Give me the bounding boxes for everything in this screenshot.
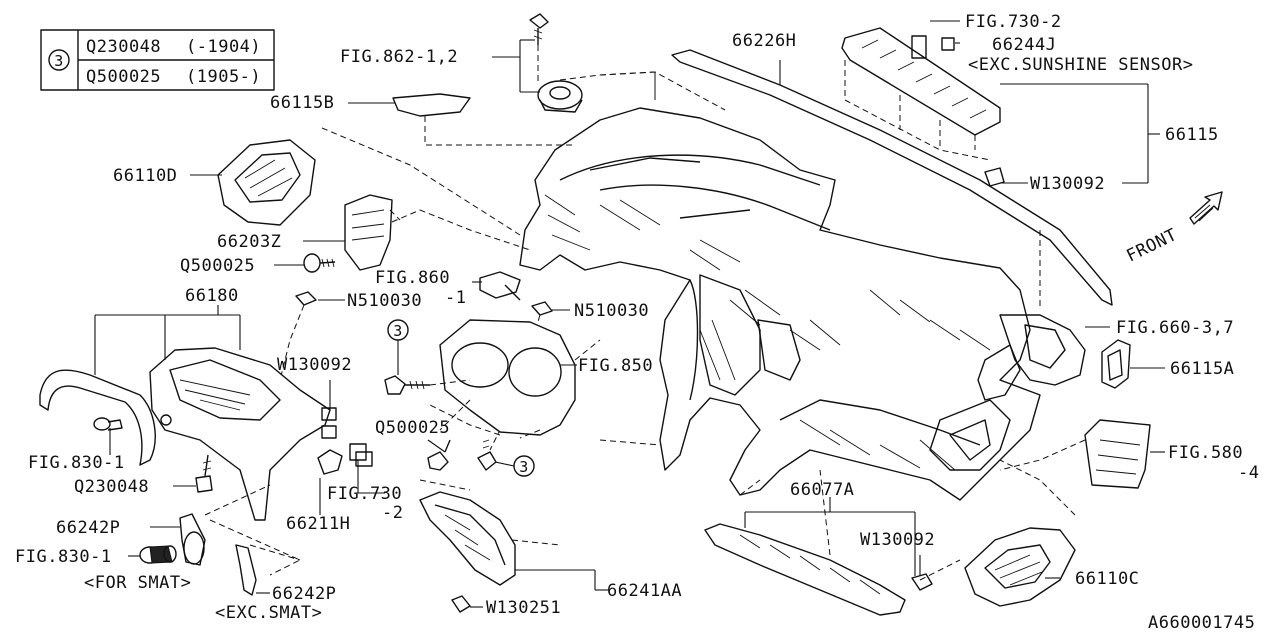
legend-row2-range: (1905-) (186, 67, 261, 87)
label-q500025-a: Q500025 (180, 256, 255, 276)
label-fig850: FIG.850 (578, 356, 653, 376)
legend-circle-symbol (48, 49, 70, 71)
label-q230048: Q230048 (74, 477, 149, 497)
label-66115A: 66115A (1170, 359, 1234, 379)
instrument-panel (519, 107, 1086, 501)
screw-ref-3-b (477, 439, 535, 477)
legend-row1-range: (-1904) (186, 37, 261, 57)
legend-table: 3 Q230048 (-1904) Q500025 (1905-) (40, 29, 275, 91)
screw-Q500025-b (427, 439, 451, 471)
label-fig660: FIG.660-3,7 (1116, 318, 1234, 338)
label-fig580-suffix: -4 (1238, 463, 1259, 483)
label-fig830-1-a: FIG.830-1 (28, 453, 125, 473)
front-label: FRONT (1123, 225, 1180, 267)
defroster-grille-66115 (841, 27, 1005, 187)
label-circle-3-a: 3 (393, 322, 403, 340)
label-66110D: 66110D (113, 166, 177, 186)
label-66180: 66180 (185, 286, 239, 306)
label-fig730: FIG.730 (327, 484, 402, 504)
label-66226H: 66226H (732, 31, 796, 51)
label-66203Z: 66203Z (217, 232, 281, 252)
legend-row2-part: Q500025 (86, 67, 161, 87)
label-exc-smat: <EXC.SMAT> (215, 603, 322, 623)
side-vent-66110D (217, 139, 316, 226)
guide-lines-lower-left (204, 484, 302, 576)
label-for-smat: <FOR SMAT> (84, 573, 191, 593)
label-fig730-suffix: -2 (382, 503, 403, 523)
label-n510030-b: N510030 (574, 301, 649, 321)
bracket-66203Z (344, 194, 531, 271)
label-circle-3-b: 3 (519, 458, 529, 476)
assembly-guide-lines (321, 71, 1076, 581)
label-66211H: 66211H (286, 514, 350, 534)
trim-66242P-b (235, 544, 257, 596)
vent-ring-66115A (1101, 339, 1131, 389)
label-fig862: FIG.862-1,2 (340, 47, 458, 67)
label-n510030-a: N510030 (347, 291, 422, 311)
label-fig730-2: FIG.730-2 (965, 12, 1062, 32)
label-fig830-1-b: FIG.830-1 (15, 547, 112, 567)
label-fig580: FIG.580 (1168, 443, 1243, 463)
label-66110C: 66110C (1075, 569, 1139, 589)
legend-row1-part: Q230048 (86, 37, 161, 57)
label-66242P-a: 66242P (56, 518, 120, 538)
relay-fig860 (479, 271, 521, 301)
leader-lines (94, 20, 1165, 608)
label-exc-sunshine: <EXC.SUNSHINE SENSOR> (968, 55, 1193, 75)
cover-66115B (392, 93, 575, 146)
label-w130251: W130251 (486, 598, 561, 618)
speaker-assembly (529, 13, 656, 113)
label-w130092-bot: W130092 (860, 530, 935, 550)
label-w130092-top: W130092 (1030, 174, 1105, 194)
lower-trim-66077A (704, 523, 933, 616)
combination-meter-fig850 (429, 319, 576, 436)
panel-fig580 (999, 419, 1151, 489)
defroster-strip-66226H (671, 49, 1113, 306)
switch-fig830-1-a (93, 417, 123, 431)
part-66211H (317, 449, 343, 475)
switch-fig730 (349, 443, 373, 467)
smat-switch-fig830-1-b (139, 545, 177, 564)
label-66115: 66115 (1165, 125, 1219, 145)
label-fig860-suffix: -1 (445, 288, 466, 308)
label-q500025-b: Q500025 (375, 418, 450, 438)
column-cover-66241AA (419, 479, 561, 613)
side-vent-66110C (964, 527, 1076, 607)
trim-66242P-a (179, 513, 206, 566)
meter-visor-66180 (39, 347, 337, 521)
screw-Q500025-a (303, 253, 336, 273)
screw-Q230048 (195, 454, 213, 493)
front-arrow: FRONT (1123, 191, 1223, 267)
label-66241AA: 66241AA (607, 581, 682, 601)
label-fig860: FIG.860 (375, 268, 450, 288)
legend-symbol: 3 (54, 52, 64, 70)
label-66244J: 66244J (992, 35, 1056, 55)
screw-ref-3-a (384, 319, 471, 395)
label-66242P-b: 66242P (272, 584, 336, 604)
label-w130092-mid: W130092 (277, 355, 352, 375)
label-66077A: 66077A (790, 480, 854, 500)
diagram-id: A660001745 (1148, 613, 1255, 633)
callout-labels: FIG.862-1,2 66226H FIG.730-2 66244J <EXC… (15, 12, 1259, 633)
label-66115B: 66115B (270, 93, 334, 113)
